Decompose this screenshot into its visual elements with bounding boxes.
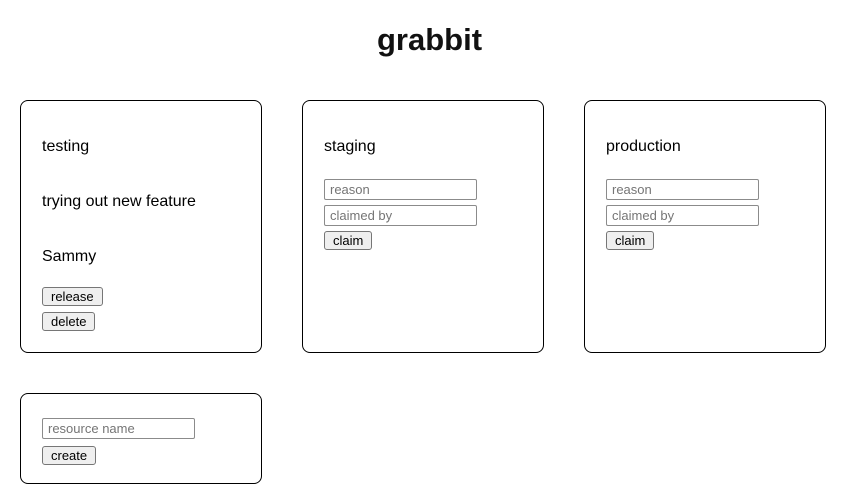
resource-name-input[interactable] [42,418,195,439]
claim-button[interactable]: claim [324,231,373,250]
resource-card-testing: testing trying out new feature Sammy rel… [20,100,262,353]
create-resource-card: create [20,393,262,484]
create-button[interactable]: create [42,446,97,465]
resource-card-staging: staging claim [302,100,544,353]
claimed-by-input[interactable] [606,205,759,226]
resource-card-production: production claim [584,100,826,353]
delete-button[interactable]: delete [42,312,96,331]
resources-row: testing trying out new feature Sammy rel… [20,100,859,353]
page-title: grabbit [376,22,483,57]
claimed-by-input[interactable] [324,205,477,226]
claim-button[interactable]: claim [606,231,655,250]
reason-input[interactable] [324,179,477,200]
reason-input[interactable] [606,179,759,200]
release-button[interactable]: release [42,287,103,306]
claim-reason-text: trying out new feature [42,193,196,210]
resource-name-label: production [606,138,681,155]
resource-name-label: staging [324,138,376,155]
resource-name-label: testing [42,138,90,155]
claimed-by-text: Sammy [42,248,97,265]
